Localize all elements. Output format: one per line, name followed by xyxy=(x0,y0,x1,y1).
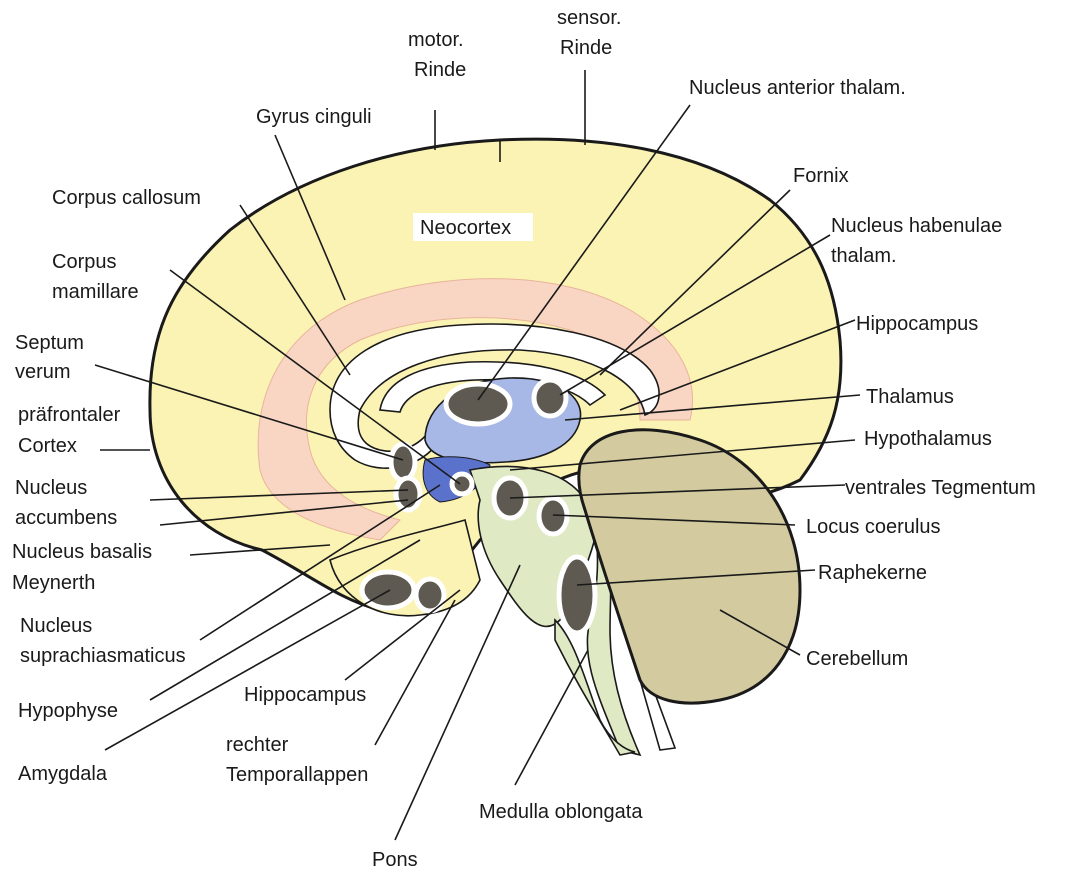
motor-label-1: motor. xyxy=(408,29,464,51)
hypophyse-label: Hypophyse xyxy=(18,700,118,722)
accumbens-label-2: accumbens xyxy=(15,507,117,529)
praefrontal-label-2: Cortex xyxy=(18,435,77,457)
septum-label-2: verum xyxy=(15,361,71,383)
nucleus-anterior-label: Nucleus anterior thalam. xyxy=(689,77,906,99)
neocortex-label: Neocortex xyxy=(420,217,511,239)
ventral-tegmentum-label: ventrales Tegmentum xyxy=(845,477,1036,499)
temporal-label-2: Temporallappen xyxy=(226,764,368,786)
suprachiasmaticus-label-2: suprachiasmaticus xyxy=(20,645,186,667)
corpus-callosum-label: Corpus callosum xyxy=(52,187,201,209)
corpus-mamillare-label-1: Corpus xyxy=(52,251,116,273)
locus-coerulus-label: Locus coerulus xyxy=(806,516,941,538)
amygdala-label: Amygdala xyxy=(18,763,108,785)
hypothalamus-label: Hypothalamus xyxy=(864,428,992,450)
basalis-label-2: Meynerth xyxy=(12,572,95,594)
septum-label-1: Septum xyxy=(15,332,84,354)
pons-label: Pons xyxy=(372,849,418,871)
corpus-mamillare-label-2: mamillare xyxy=(52,281,139,303)
habenulae-blob xyxy=(534,380,566,416)
septum-blob xyxy=(391,444,415,480)
cerebellum-label: Cerebellum xyxy=(806,648,908,670)
amygdala-blob xyxy=(362,572,414,608)
mamillare-blob xyxy=(452,474,472,494)
sensor-label-2: Rinde xyxy=(560,37,612,59)
medulla-label: Medulla oblongata xyxy=(479,801,643,823)
hippocampus-bottom-label: Hippocampus xyxy=(244,684,366,706)
basalis-label-1: Nucleus basalis xyxy=(12,541,152,563)
nucleus-habenulae-label-2: thalam. xyxy=(831,245,897,267)
sensor-label-1: sensor. xyxy=(557,7,621,29)
gyrus-cinguli-label: Gyrus cinguli xyxy=(256,106,372,128)
nucleus-habenulae-label-1: Nucleus habenulae xyxy=(831,215,1002,237)
motor-label-2: Rinde xyxy=(414,59,466,81)
temporal-label-1: rechter xyxy=(226,734,289,756)
fornix-label: Fornix xyxy=(793,165,849,187)
accumbens-label-1: Nucleus xyxy=(15,477,87,499)
raphekerne-label: Raphekerne xyxy=(818,562,927,584)
thalamus-label: Thalamus xyxy=(866,386,954,408)
suprachiasmaticus-label-1: Nucleus xyxy=(20,615,92,637)
nucleus-anterior-blob xyxy=(446,384,510,424)
praefrontal-label-1: präfrontaler xyxy=(18,404,121,426)
hippocampus-right-label: Hippocampus xyxy=(856,313,978,335)
raphe-blob xyxy=(559,557,595,633)
